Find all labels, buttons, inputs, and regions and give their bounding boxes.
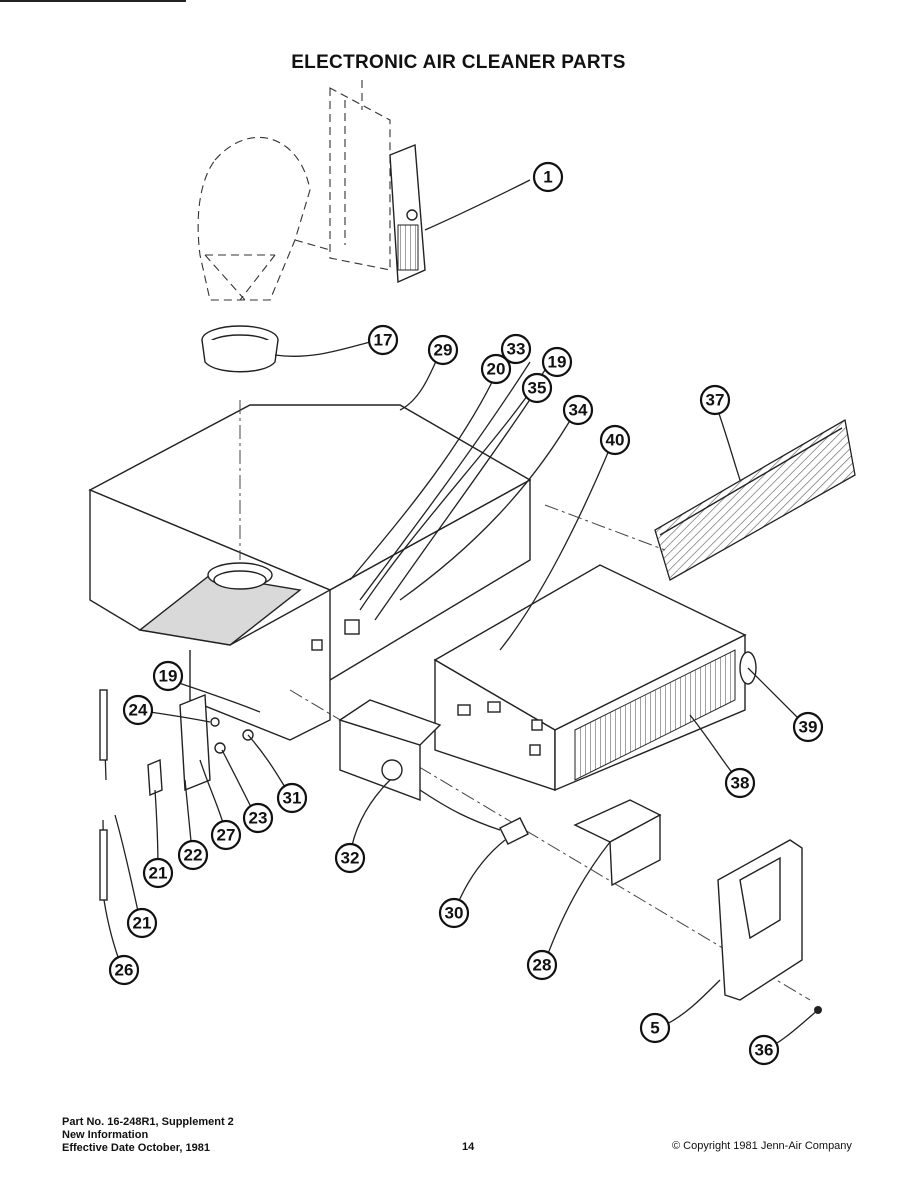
- callout-17: 17: [367, 324, 399, 356]
- svg-text:29: 29: [434, 341, 453, 360]
- svg-text:31: 31: [283, 789, 302, 808]
- svg-text:19: 19: [159, 667, 178, 686]
- svg-text:23: 23: [249, 809, 268, 828]
- callout-1: 1: [532, 161, 564, 193]
- svg-text:5: 5: [650, 1019, 659, 1038]
- callout-31: 31: [276, 782, 308, 814]
- part-21-clip: [147, 758, 163, 797]
- callout-26: 26: [108, 954, 140, 986]
- svg-text:32: 32: [341, 849, 360, 868]
- callout-5: 5: [639, 1012, 671, 1044]
- callout-35: 35: [521, 372, 553, 404]
- svg-text:37: 37: [706, 391, 725, 410]
- svg-text:35: 35: [528, 379, 547, 398]
- callout-39: 39: [792, 711, 824, 743]
- footer-part-no: Part No. 16-248R1, Supplement 2: [62, 1116, 234, 1128]
- footer-info: New Information: [62, 1129, 149, 1141]
- callout-28: 28: [526, 949, 558, 981]
- duct-outline: [197, 80, 391, 301]
- part-30-plug: [499, 817, 529, 845]
- copyright: © Copyright 1981 Jenn-Air Company: [672, 1140, 852, 1152]
- callout-30: 30: [438, 897, 470, 929]
- part-5-bracket: [717, 839, 803, 1001]
- callout-22: 22: [177, 839, 209, 871]
- callout-20: 20: [480, 353, 512, 385]
- svg-text:17: 17: [374, 331, 393, 350]
- svg-text:21: 21: [133, 914, 152, 933]
- callout-19-top: 19: [541, 346, 573, 378]
- part-38-cell: [433, 564, 757, 792]
- callout-27: 27: [210, 819, 242, 851]
- callout-21-a: 21: [142, 857, 174, 889]
- svg-text:27: 27: [217, 826, 236, 845]
- svg-text:36: 36: [755, 1041, 774, 1060]
- svg-text:20: 20: [487, 360, 506, 379]
- axis-line-3: [544, 504, 666, 551]
- page-title: ELECTRONIC AIR CLEANER PARTS: [291, 52, 626, 73]
- svg-text:24: 24: [129, 701, 148, 720]
- svg-text:21: 21: [149, 864, 168, 883]
- callout-23: 23: [242, 802, 274, 834]
- svg-text:26: 26: [115, 961, 134, 980]
- callout-38: 38: [724, 767, 756, 799]
- footer-effective-date: Effective Date October, 1981: [62, 1142, 210, 1154]
- callout-29: 29: [427, 334, 459, 366]
- callout-40: 40: [599, 424, 631, 456]
- part-17-collar: [201, 325, 279, 373]
- svg-text:38: 38: [731, 774, 750, 793]
- callout-21-b: 21: [126, 907, 158, 939]
- svg-text:40: 40: [606, 431, 625, 450]
- part-26-wire: [99, 689, 108, 901]
- svg-text:33: 33: [507, 340, 526, 359]
- callout-37: 37: [699, 384, 731, 416]
- svg-text:39: 39: [799, 718, 818, 737]
- part-37-filter: [654, 418, 856, 581]
- page-number: 14: [462, 1141, 475, 1153]
- top-rule: [0, 0, 186, 2]
- part-24-washer: [210, 717, 220, 727]
- footer-part-info: Part No. 16-248R1, Supplement 2 New Info…: [62, 1116, 234, 1155]
- main-housing: [88, 404, 532, 741]
- svg-text:28: 28: [533, 956, 552, 975]
- callout-19-left: 19: [152, 660, 184, 692]
- svg-text:30: 30: [445, 904, 464, 923]
- part-1-grille-panel: [389, 143, 426, 284]
- part-32-power-pack: [338, 699, 501, 831]
- callout-32: 32: [334, 842, 366, 874]
- svg-text:34: 34: [569, 401, 588, 420]
- callout-33: 33: [500, 333, 532, 365]
- svg-text:22: 22: [184, 846, 203, 865]
- svg-text:1: 1: [543, 168, 552, 187]
- callout-24: 24: [122, 694, 154, 726]
- part-28-cover: [573, 799, 662, 887]
- callout-36: 36: [748, 1034, 780, 1066]
- svg-text:19: 19: [548, 353, 567, 372]
- callout-34: 34: [562, 394, 594, 426]
